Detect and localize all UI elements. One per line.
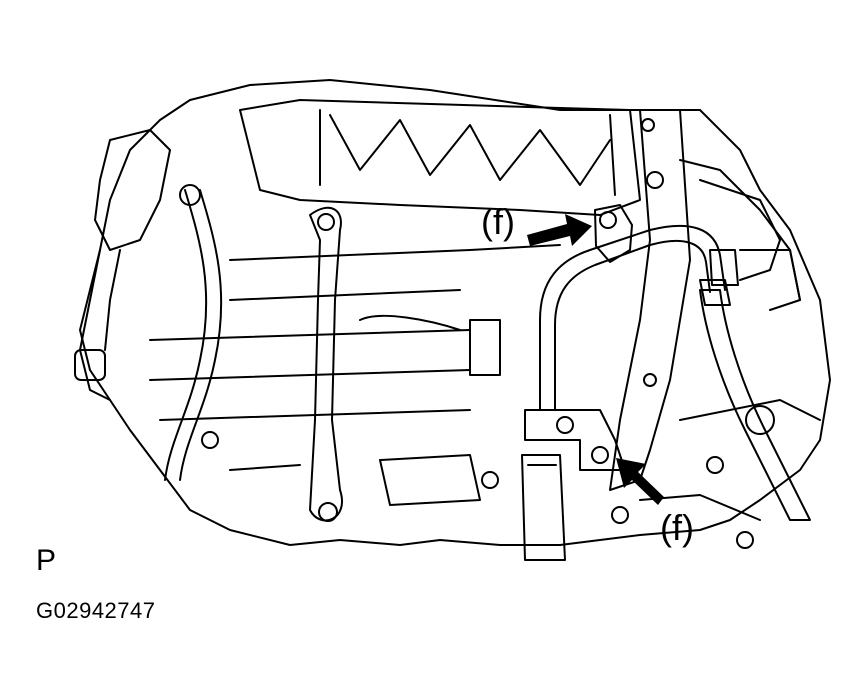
left-sensor [94, 129, 171, 251]
right-hose [699, 289, 811, 521]
lower-hose [521, 454, 566, 561]
clamp-top [594, 204, 633, 263]
intake-manifold [239, 99, 641, 216]
callout-label-bottom: (f) [660, 507, 694, 548]
left-tube [164, 189, 208, 481]
engine-outline [79, 79, 831, 546]
bracket-plate [609, 109, 691, 491]
fuel-pipe [539, 224, 726, 411]
center-rod [309, 206, 343, 522]
callout-label-top: (f) [481, 201, 515, 242]
arrow-right-icon [527, 214, 592, 246]
arrow-up-left-icon [616, 458, 664, 505]
view-letter: P [36, 544, 57, 577]
clamp-bottom [524, 409, 626, 471]
figure-code: G02942747 [36, 598, 156, 623]
